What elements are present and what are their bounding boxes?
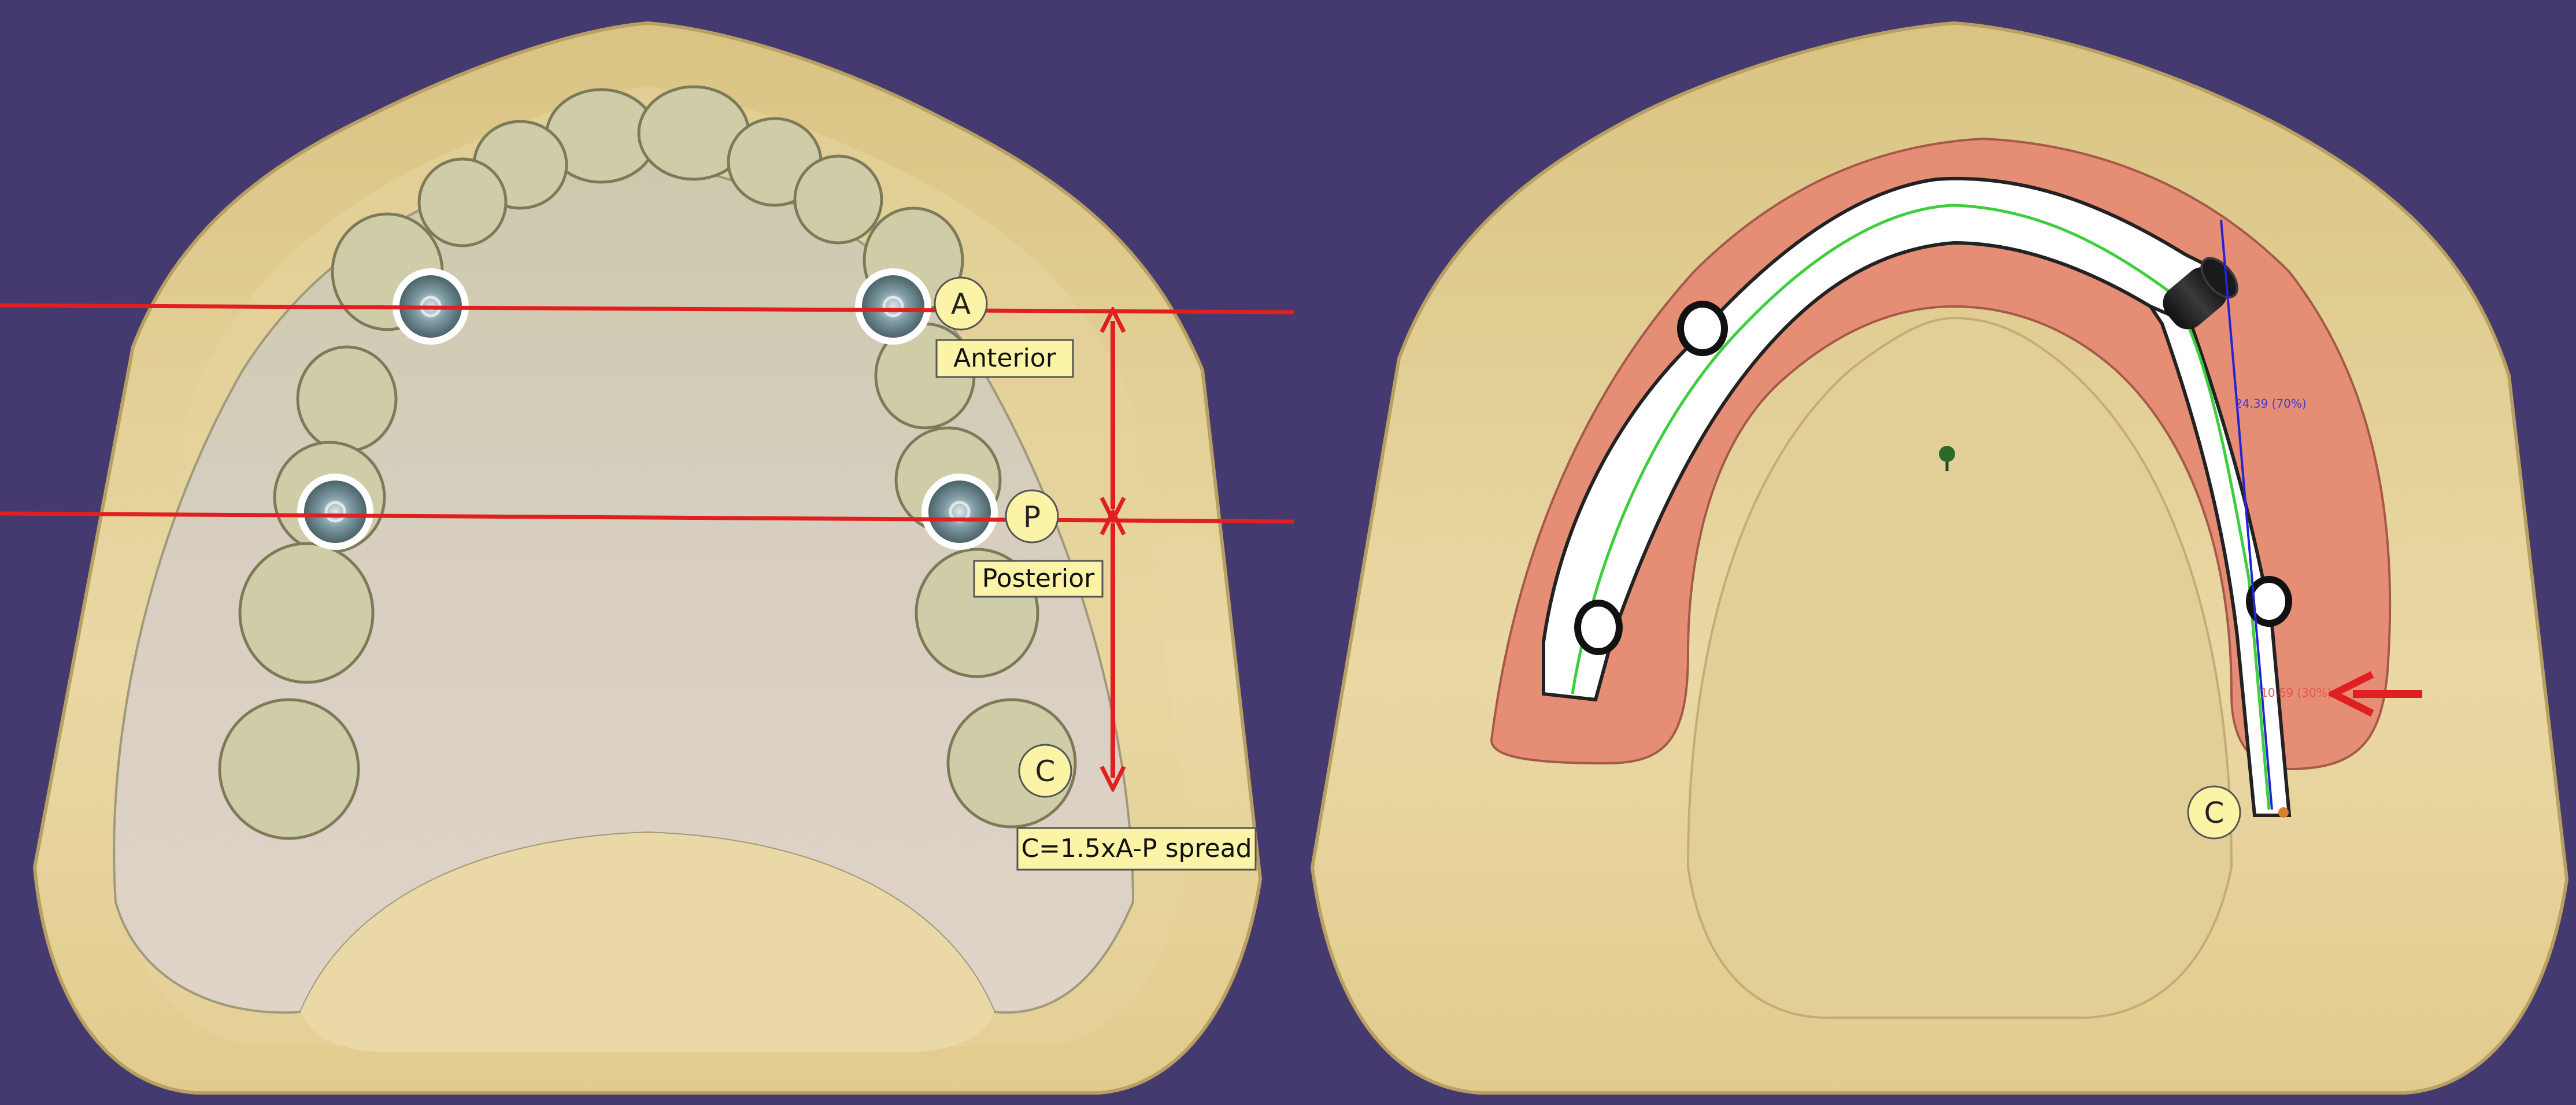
implant-marker-icon[interactable] — [855, 268, 931, 345]
vertical-measure-value: 24.39 (70%) — [2235, 397, 2307, 411]
implant-marker-icon[interactable] — [921, 474, 998, 550]
right-view: 24.39 (70%) 10.69 (30%) C — [1310, 21, 2569, 1095]
anterior-guide-line — [0, 303, 1294, 315]
cantilever-marker: C — [1018, 744, 1072, 798]
implant-bar-framework[interactable] — [1542, 176, 2223, 702]
anterior-marker: A — [934, 276, 988, 331]
screw-channel-icon[interactable] — [1574, 600, 1623, 655]
right-cantilever-marker: C — [2187, 785, 2241, 840]
implant-bar-right-segment[interactable] — [2145, 302, 2292, 817]
right-palate — [1686, 316, 2233, 1019]
bar-center-path — [1571, 204, 2271, 810]
left-view: A P C Anterior Posterior C=1.5xA-P sprea… — [0, 21, 1294, 1095]
cantilever-measure-value: 10.69 (30%) — [2260, 686, 2332, 700]
posterior-marker: P — [1005, 489, 1059, 544]
svg-text:P: P — [1023, 500, 1041, 534]
svg-text:Anterior: Anterior — [953, 343, 1057, 373]
svg-text:C: C — [1035, 755, 1056, 788]
svg-text:C: C — [2204, 796, 2225, 830]
abutment-cylinder-icon[interactable] — [2156, 252, 2244, 336]
implant-marker-icon[interactable] — [297, 474, 373, 550]
svg-text:A: A — [951, 287, 971, 321]
vertical-measure-line — [2220, 219, 2273, 810]
screw-channel-icon[interactable] — [2246, 576, 2292, 627]
svg-text:C=1.5xA-P spread: C=1.5xA-P spread — [1021, 834, 1252, 863]
spread-formula-label: C=1.5xA-P spread — [1016, 827, 1257, 871]
reference-pin — [1939, 446, 1955, 471]
bar-end-point — [2278, 807, 2289, 818]
screw-channel-icon[interactable] — [1677, 301, 1728, 356]
svg-text:Posterior: Posterior — [982, 564, 1095, 593]
posterior-guide-line — [0, 511, 1294, 524]
posterior-label: Posterior — [973, 560, 1104, 598]
left-palate-notch — [301, 833, 994, 1052]
anterior-label: Anterior — [935, 339, 1074, 378]
